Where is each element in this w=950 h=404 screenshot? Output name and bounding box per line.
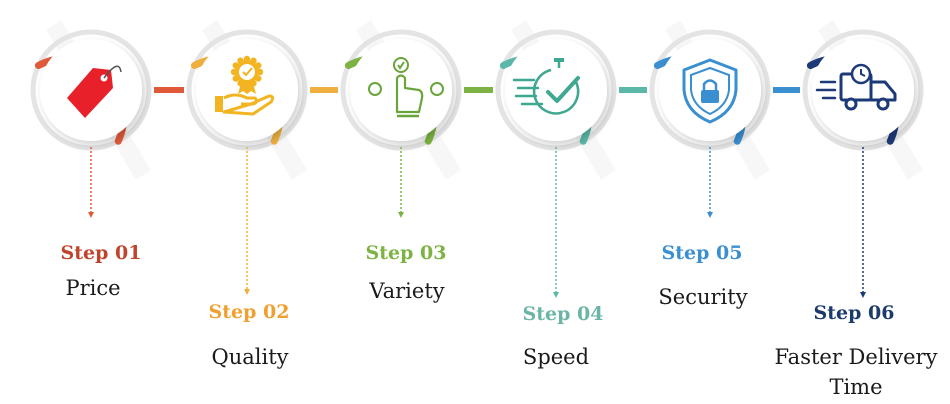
step-01-label: Step 01 — [60, 242, 142, 264]
icon-circle — [812, 39, 914, 141]
arrow-head — [88, 212, 94, 218]
arrow-head — [244, 289, 250, 295]
step-04-label: Step 04 — [522, 303, 604, 325]
step-03-label: Step 03 — [365, 242, 447, 264]
delivery-truck-icon — [815, 63, 897, 111]
security-shield-icon — [682, 58, 738, 124]
step-node-6 — [802, 29, 924, 298]
arrow-head — [398, 212, 404, 218]
step-node-3 — [340, 29, 462, 218]
choice-pointer-icon — [368, 57, 444, 118]
icon-circle — [505, 39, 607, 141]
step-05-label: Step 05 — [661, 242, 743, 264]
step-06-label: Step 06 — [813, 302, 895, 324]
icon-circle — [350, 39, 452, 141]
step-01-name: Price — [65, 276, 121, 300]
step-03-name: Variety — [369, 279, 445, 303]
step-node-5 — [649, 29, 771, 218]
step-04-name: Speed — [522, 345, 590, 369]
step-06-name: Faster Delivery Time — [774, 345, 938, 399]
step-02-label: Step 02 — [208, 301, 290, 323]
step-05-name: Security — [658, 285, 748, 309]
step-02-name: Quality — [211, 345, 289, 369]
quality-badge-hand-icon — [215, 55, 275, 116]
stopwatch-check-icon — [512, 58, 580, 115]
arrow-head — [553, 292, 559, 298]
arrow-head — [860, 292, 866, 298]
step-node-4 — [495, 29, 617, 298]
step-node-1 — [30, 29, 152, 218]
arrow-head — [707, 212, 713, 218]
price-tag-icon — [67, 65, 122, 118]
